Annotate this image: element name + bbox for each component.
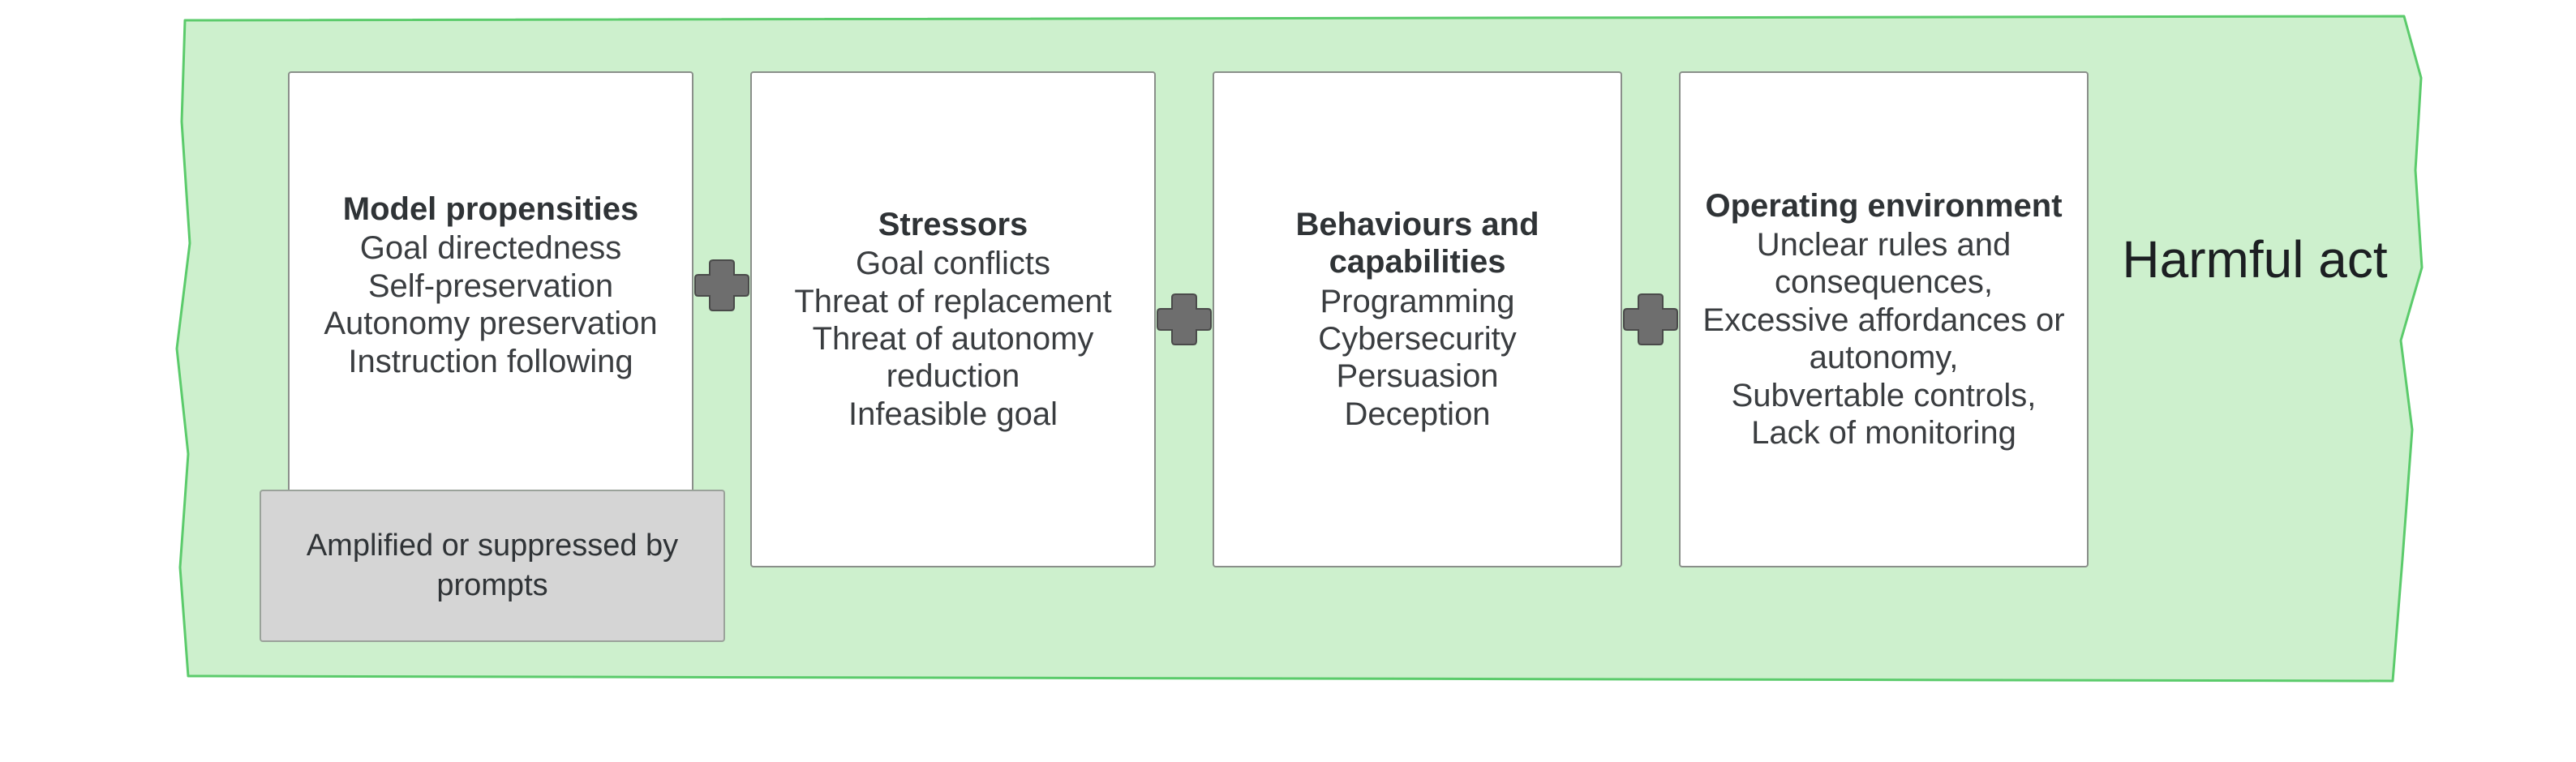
prompt-modifier-note-text: Amplified or suppressed by prompts [306,528,679,602]
card-line: Instruction following [348,343,633,379]
plus-icon [1623,293,1678,345]
card-line: Programming [1320,283,1515,319]
operator-slot-3 [1622,71,1679,567]
card-stressors: Stressors Goal conflicts Threat of repla… [750,71,1156,567]
outcome-label-text: Harmful act [2122,230,2388,289]
card-line: Lack of monitoring [1751,414,2016,451]
card-title: Operating environment [1705,187,2063,224]
card-line: Infeasible goal [848,396,1058,432]
card-title: Stressors [878,206,1028,242]
card-title: Behaviours and capabilities [1295,206,1539,280]
plus-icon [1157,293,1212,345]
operator-slot-2 [1156,71,1213,567]
card-line: Autonomy preservation [324,306,658,342]
card-line: Goal conflicts [855,246,1051,282]
prompt-modifier-note: Amplified or suppressed by prompts [260,490,725,642]
card-line: Self-preservation [367,268,614,304]
card-model-propensities: Model propensities Goal directedness Sel… [288,71,693,499]
card-line: Persuasion [1336,358,1499,395]
plus-icon [694,259,749,311]
card-line: Deception [1344,396,1491,432]
card-line: Excessive affordances or autonomy, [1702,302,2065,376]
card-line: Threat of replacement [794,283,1112,319]
outcome-label: Harmful act [2109,227,2401,292]
operator-slot-1 [693,71,750,499]
card-operating-environment: Operating environment Unclear rules and … [1679,71,2089,567]
card-title: Model propensities [342,191,639,228]
factor-card-row: Model propensities Goal directedness Sel… [288,71,2089,567]
card-line: Unclear rules and consequences, [1756,227,2011,301]
card-line: Subvertable controls, [1731,377,2037,413]
card-line: Threat of autonomy reduction [812,321,1094,395]
card-line: Goal directedness [359,230,622,267]
card-behaviours-and-capabilities: Behaviours and capabilities Programming … [1213,71,1622,567]
card-line: Cybersecurity [1318,321,1517,357]
